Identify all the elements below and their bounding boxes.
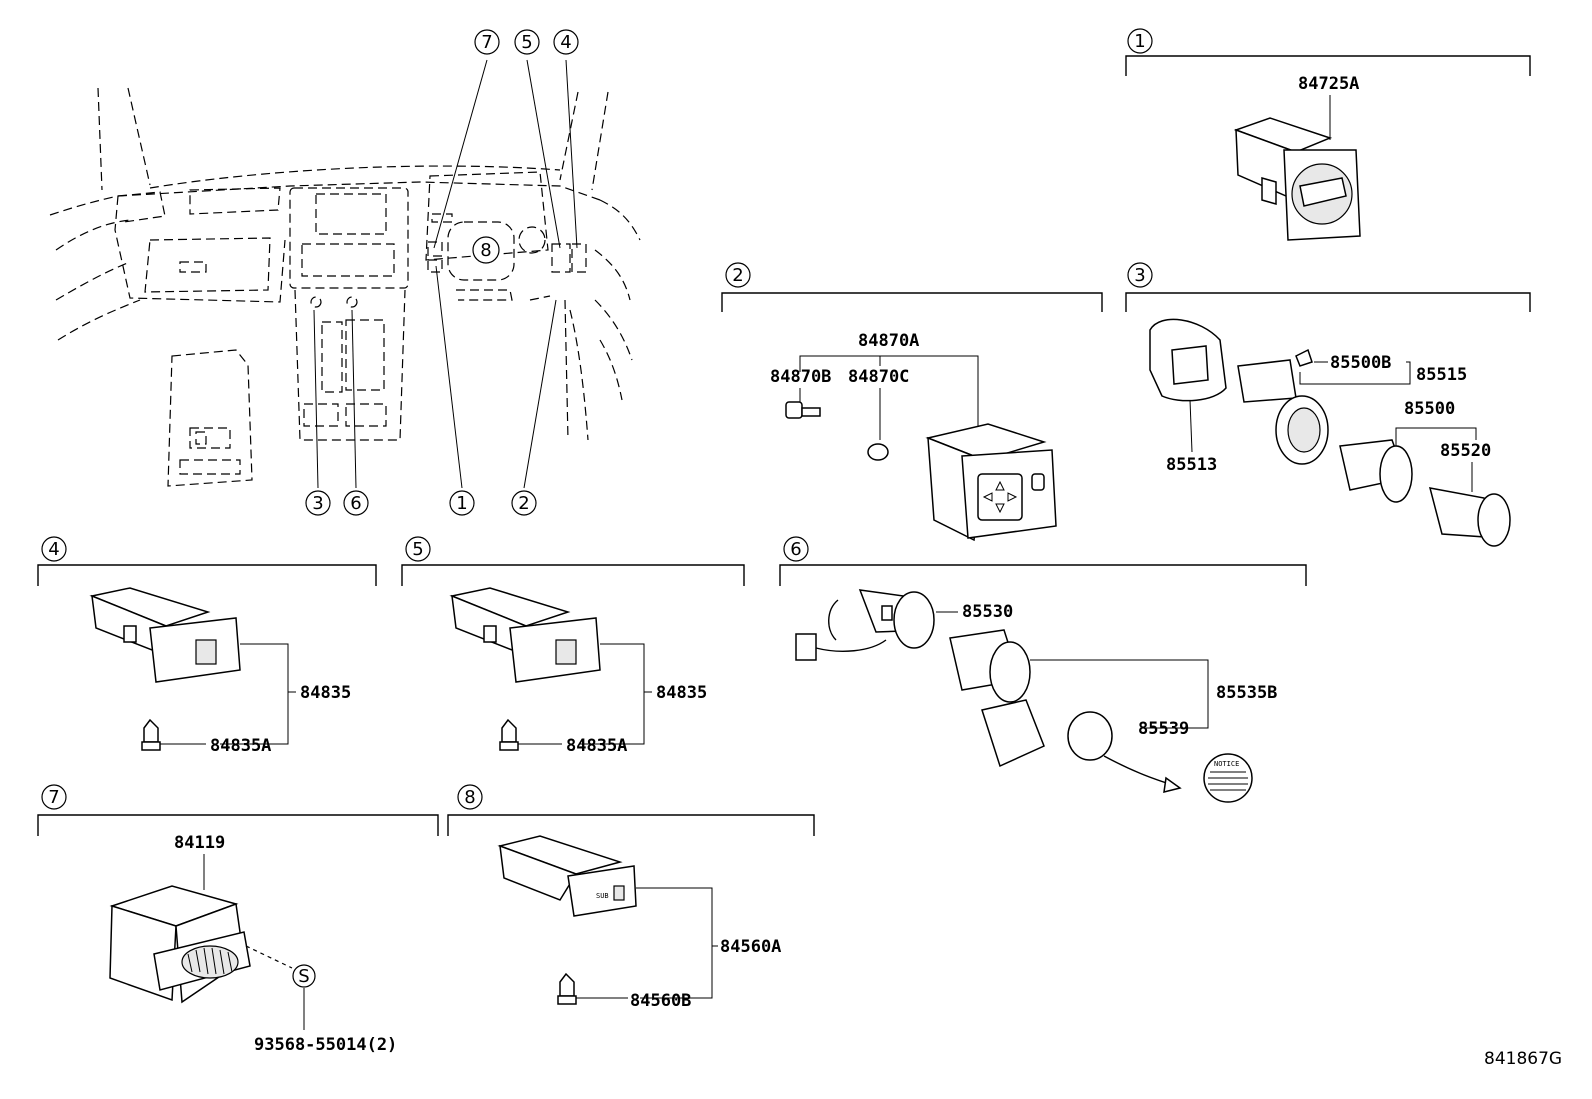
part-84870A: 84870A — [858, 331, 919, 351]
callout-3: 3 — [312, 493, 323, 514]
rear-window-switch-icon — [1233, 117, 1361, 241]
part-85500B: 85500B — [1330, 353, 1391, 373]
callout-6: 6 — [350, 493, 361, 514]
part-84119: 84119 — [174, 833, 225, 853]
group-6: 6 85530 85535B 85539 NOTICE — [779, 536, 1307, 803]
part-85513: 85513 — [1166, 455, 1217, 475]
dashboard-overview: 7 5 4 8 3 6 1 2 — [49, 29, 641, 516]
part-84560B: 84560B — [630, 991, 691, 1011]
part-84725A: 84725A — [1298, 74, 1359, 94]
part-84835-a: 84835 — [300, 683, 351, 703]
notice-label-text: NOTICE — [1214, 760, 1239, 768]
group-2: 2 84870A 84870B 84870C — [721, 262, 1103, 542]
heater-switch-icon — [449, 587, 601, 683]
group-6-number: 6 — [790, 539, 801, 560]
cap-icon — [1067, 711, 1113, 761]
part-85500: 85500 — [1404, 399, 1455, 419]
group-2-number: 2 — [732, 265, 743, 286]
mirror-switch-icon — [925, 423, 1057, 542]
part-93568-55014: 93568-55014(2) — [254, 1035, 397, 1055]
notice-label-icon: NOTICE — [1203, 753, 1253, 803]
part-84835A-b: 84835A — [566, 736, 627, 756]
part-84870B: 84870B — [770, 367, 831, 387]
part-84835-b: 84835 — [656, 683, 707, 703]
callout-5: 5 — [521, 32, 532, 53]
pin-icon — [499, 718, 519, 751]
callout-8: 8 — [480, 240, 491, 261]
outlet-socket-icon — [949, 629, 1045, 768]
part-84835A-a: 84835A — [210, 736, 271, 756]
group-4: 4 84835 84835A — [37, 536, 377, 756]
part-84870C: 84870C — [848, 367, 909, 387]
s-callout: S — [298, 966, 309, 987]
heater-switch-icon — [89, 587, 241, 683]
group-5: 5 84835 84835A — [401, 536, 745, 756]
part-85535B: 85535B — [1216, 683, 1277, 703]
part-85515: 85515 — [1416, 365, 1467, 385]
bulb-icon — [1295, 348, 1313, 367]
dimmer-switch-icon — [109, 885, 251, 1004]
group-1: 1 84725A — [1125, 28, 1531, 241]
callout-2: 2 — [518, 493, 529, 514]
pin-icon — [141, 718, 161, 751]
sub-switch-icon: SUB — [497, 835, 637, 917]
group-3-number: 3 — [1134, 265, 1145, 286]
socket-holder-icon — [1149, 318, 1227, 453]
callout-1: 1 — [456, 493, 467, 514]
group-4-number: 4 — [48, 539, 59, 560]
group-7: 7 84119 S 93568-55014(2) — [37, 784, 439, 1055]
part-84560A: 84560A — [720, 937, 781, 957]
callout-7: 7 — [481, 32, 492, 53]
pin-icon — [557, 972, 577, 1005]
lighter-socket-icon — [1237, 359, 1329, 465]
part-85520: 85520 — [1440, 441, 1491, 461]
reference-code: 841867G — [1484, 1049, 1562, 1069]
group-5-number: 5 — [412, 539, 423, 560]
group-7-number: 7 — [48, 787, 59, 808]
group-3: 3 85513 85500B 85515 85500 85520 — [1125, 262, 1531, 547]
group-8: 8 SUB 84560A 84560B — [447, 784, 815, 1011]
power-outlet-icon — [795, 589, 935, 661]
screw-icon — [785, 401, 821, 419]
callout-4: 4 — [560, 32, 571, 53]
part-85539: 85539 — [1138, 719, 1189, 739]
sub-label: SUB — [596, 892, 609, 900]
group-1-number: 1 — [1134, 31, 1145, 52]
lighter-body-icon — [1339, 439, 1413, 503]
group-8-number: 8 — [464, 787, 475, 808]
part-85530: 85530 — [962, 602, 1013, 622]
pin-icon — [867, 443, 889, 461]
lighter-plug-icon — [1428, 487, 1511, 547]
